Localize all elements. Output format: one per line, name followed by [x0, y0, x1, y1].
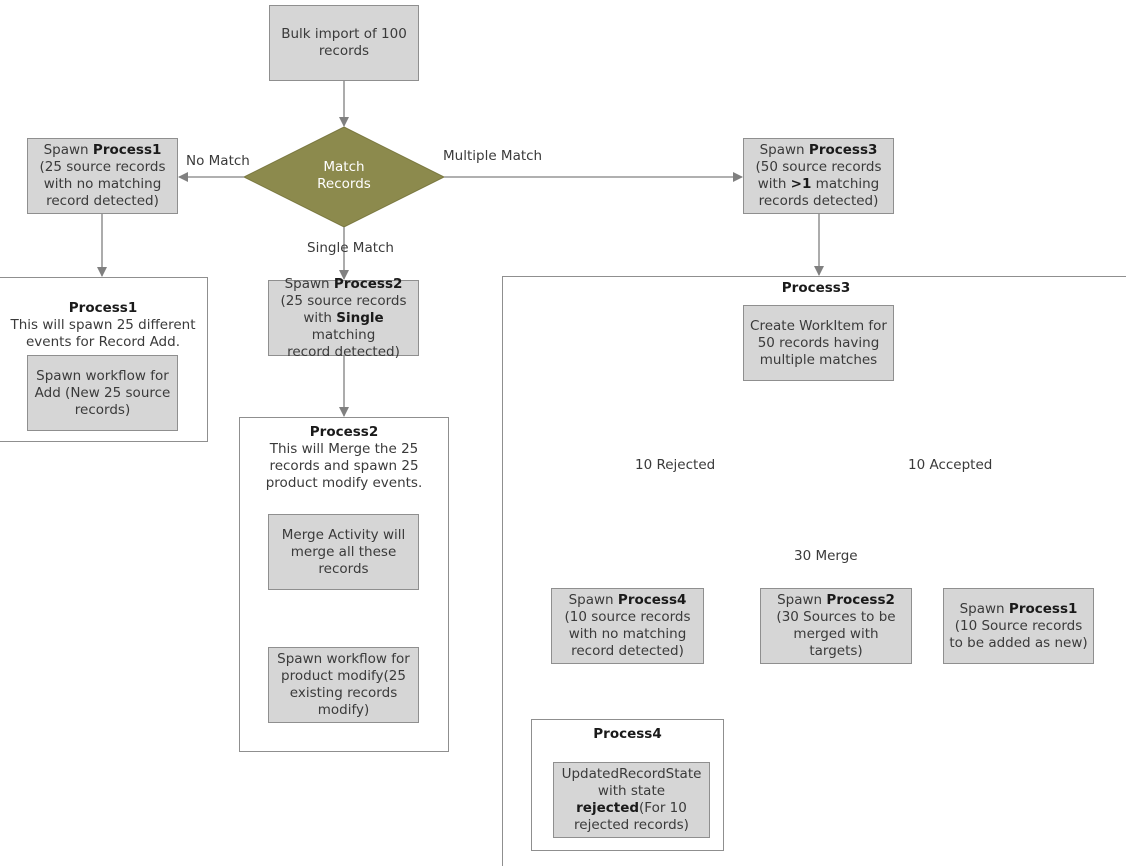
merge-workitem-label: Merge WorkItem User Decision: [775, 470, 863, 496]
create-workitem-box: Create WorkItem for 50 records having mu…: [743, 305, 894, 381]
updated-record-state-box: UpdatedRecordState with state rejected(F…: [553, 762, 710, 838]
edge-label-no-match: No Match: [186, 153, 250, 169]
spawn-process3-box: Spawn Process3 (50 source records with >…: [743, 138, 894, 214]
bulk-import-box: Bulk import of 100 records: [269, 5, 419, 81]
edge-label-merge: 30 Merge: [794, 548, 858, 564]
edge-label-rejected: 10 Rejected: [635, 457, 716, 473]
spawn-process1b-box: Spawn Process1 (10 Source records to be …: [943, 588, 1094, 664]
spawn-workflow-modify-box: Spawn workflow for product modify(25 exi…: [268, 647, 419, 723]
edge-label-single-match: Single Match: [307, 240, 394, 256]
spawn-process1-box: Spawn Process1 (25 source records with n…: [27, 138, 178, 214]
spawn-process2-box: Spawn Process2 (25 source records with S…: [268, 276, 419, 360]
spawn-process4-box: Spawn Process4 (10 source records with n…: [551, 588, 704, 664]
spawn-process2b-box: Spawn Process2 (30 Sources to be merged …: [760, 588, 912, 664]
edge-label-accepted: 10 Accepted: [908, 457, 993, 473]
spawn-workflow-add-box: Spawn workflow for Add (New 25 source re…: [27, 355, 178, 431]
process1-frame-title: Process1 This will spawn 25 different ev…: [10, 300, 196, 350]
process4-frame-title: Process4: [593, 726, 662, 742]
process2-frame-title: Process2 This will Merge the 25 records …: [265, 424, 423, 491]
merge-activity-box: Merge Activity will merge all these reco…: [268, 514, 419, 590]
match-records-label: Match Records: [317, 159, 371, 192]
process3-frame-title: Process3: [781, 280, 851, 296]
edge-label-multiple-match: Multiple Match: [443, 148, 543, 164]
